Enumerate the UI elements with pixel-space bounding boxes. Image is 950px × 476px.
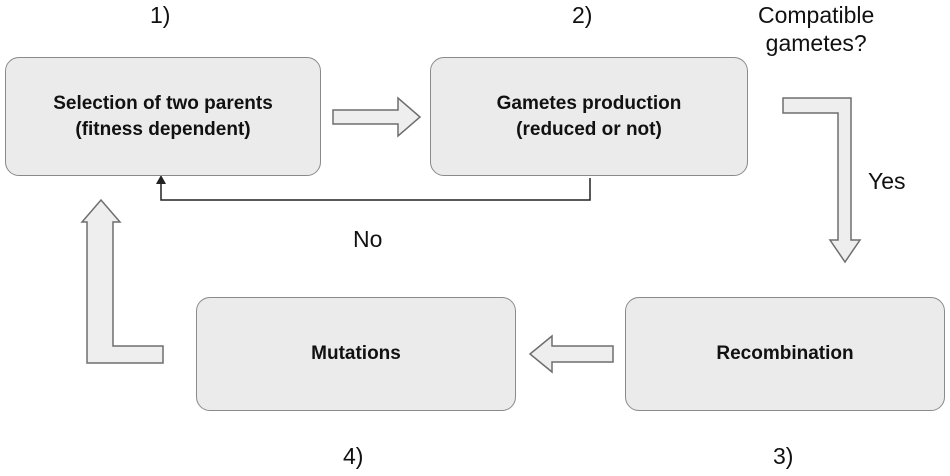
step-1-label: 1) (150, 2, 171, 28)
compatible-gametes-question: Compatible gametes? (758, 2, 874, 57)
question-line-1: Compatible (758, 2, 875, 28)
mutations-box: Mutations (196, 297, 516, 411)
step-3-label: 3) (773, 443, 794, 469)
recombination-box: Recombination (625, 297, 945, 411)
gametes-box: Gametes production (reduced or not) (430, 57, 748, 176)
step-2-label: 2) (572, 2, 593, 28)
yes-label: Yes (868, 168, 906, 194)
arrow-recombination-to-mutations (528, 334, 614, 374)
arrow-mutations-to-selection (80, 198, 164, 364)
arrow-gametes-to-recombination (782, 97, 862, 264)
gametes-line-2: (reduced or not) (516, 118, 662, 140)
mutations-label: Mutations (311, 343, 401, 365)
no-feedback-arrowhead (156, 175, 166, 184)
no-label: No (353, 226, 383, 252)
recombination-label: Recombination (716, 343, 854, 365)
question-line-2: gametes? (765, 29, 867, 56)
selection-box: Selection of two parents (fitness depend… (5, 57, 321, 176)
gametes-line-1: Gametes production (496, 92, 682, 114)
selection-line-2: (fitness dependent) (75, 118, 251, 140)
arrow-selection-to-gametes (332, 96, 422, 138)
no-feedback-line (160, 178, 591, 201)
step-4-label: 4) (343, 443, 364, 469)
selection-line-1: Selection of two parents (53, 92, 273, 114)
